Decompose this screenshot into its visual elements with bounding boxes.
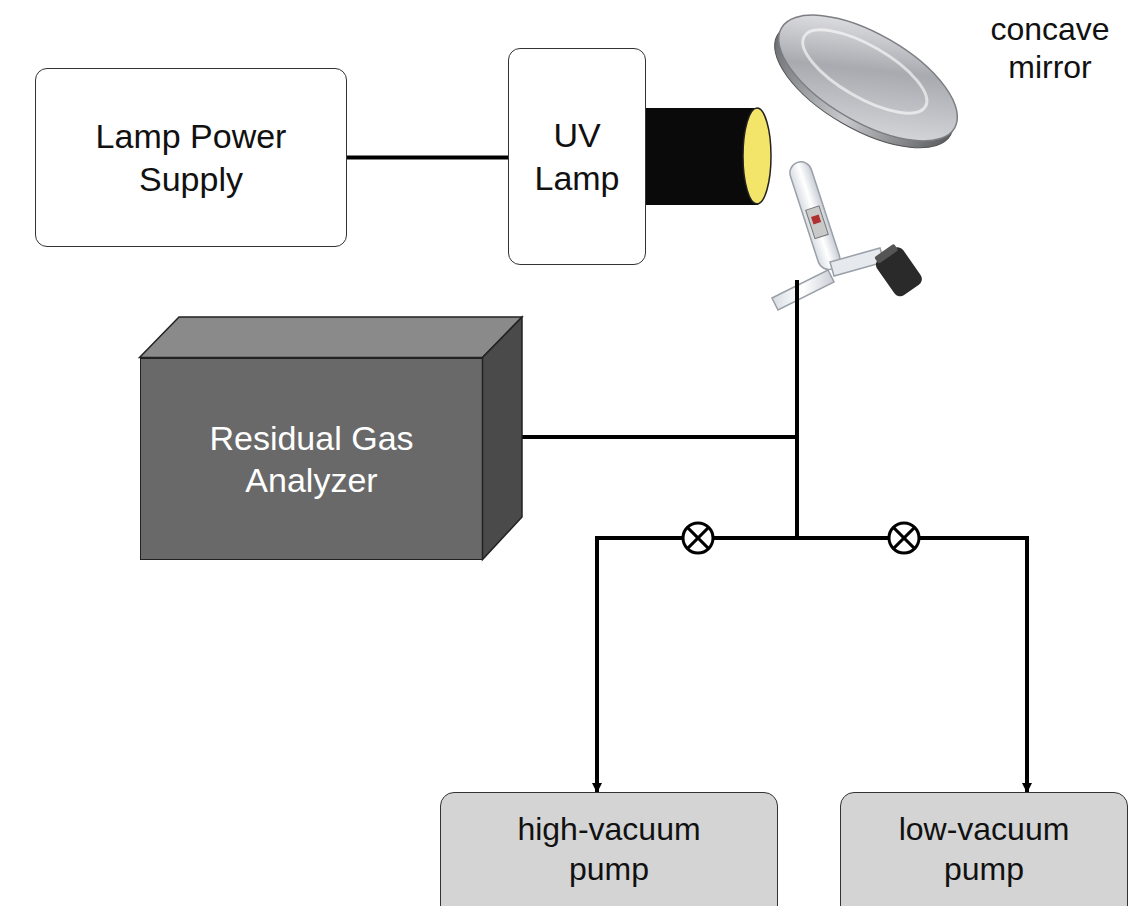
power-supply-box: Lamp Power Supply xyxy=(35,68,347,247)
lamp-box: UV Lamp xyxy=(508,48,646,265)
part-label: concave mirror xyxy=(975,10,1125,87)
connector-line xyxy=(483,437,797,792)
pump-box: high-vacuum pump xyxy=(440,792,778,906)
connector-line xyxy=(483,437,1027,792)
analyzer-box: Residual Gas Analyzer xyxy=(140,358,483,560)
node-text: high-vacuum pump xyxy=(504,809,714,889)
concave-mirror xyxy=(755,0,976,173)
valve-symbol xyxy=(889,523,919,553)
sample-cell xyxy=(772,159,925,310)
node-text: Residual Gas Analyzer xyxy=(167,417,457,502)
valve-symbol xyxy=(683,523,713,553)
node-text: Lamp Power Supply xyxy=(76,115,306,200)
node-text: low-vacuum pump xyxy=(879,809,1089,889)
lamp-barrel xyxy=(646,108,771,205)
connector-line xyxy=(347,156,508,160)
node-text: UV Lamp xyxy=(527,114,627,199)
pump-box: low-vacuum pump xyxy=(840,792,1128,906)
